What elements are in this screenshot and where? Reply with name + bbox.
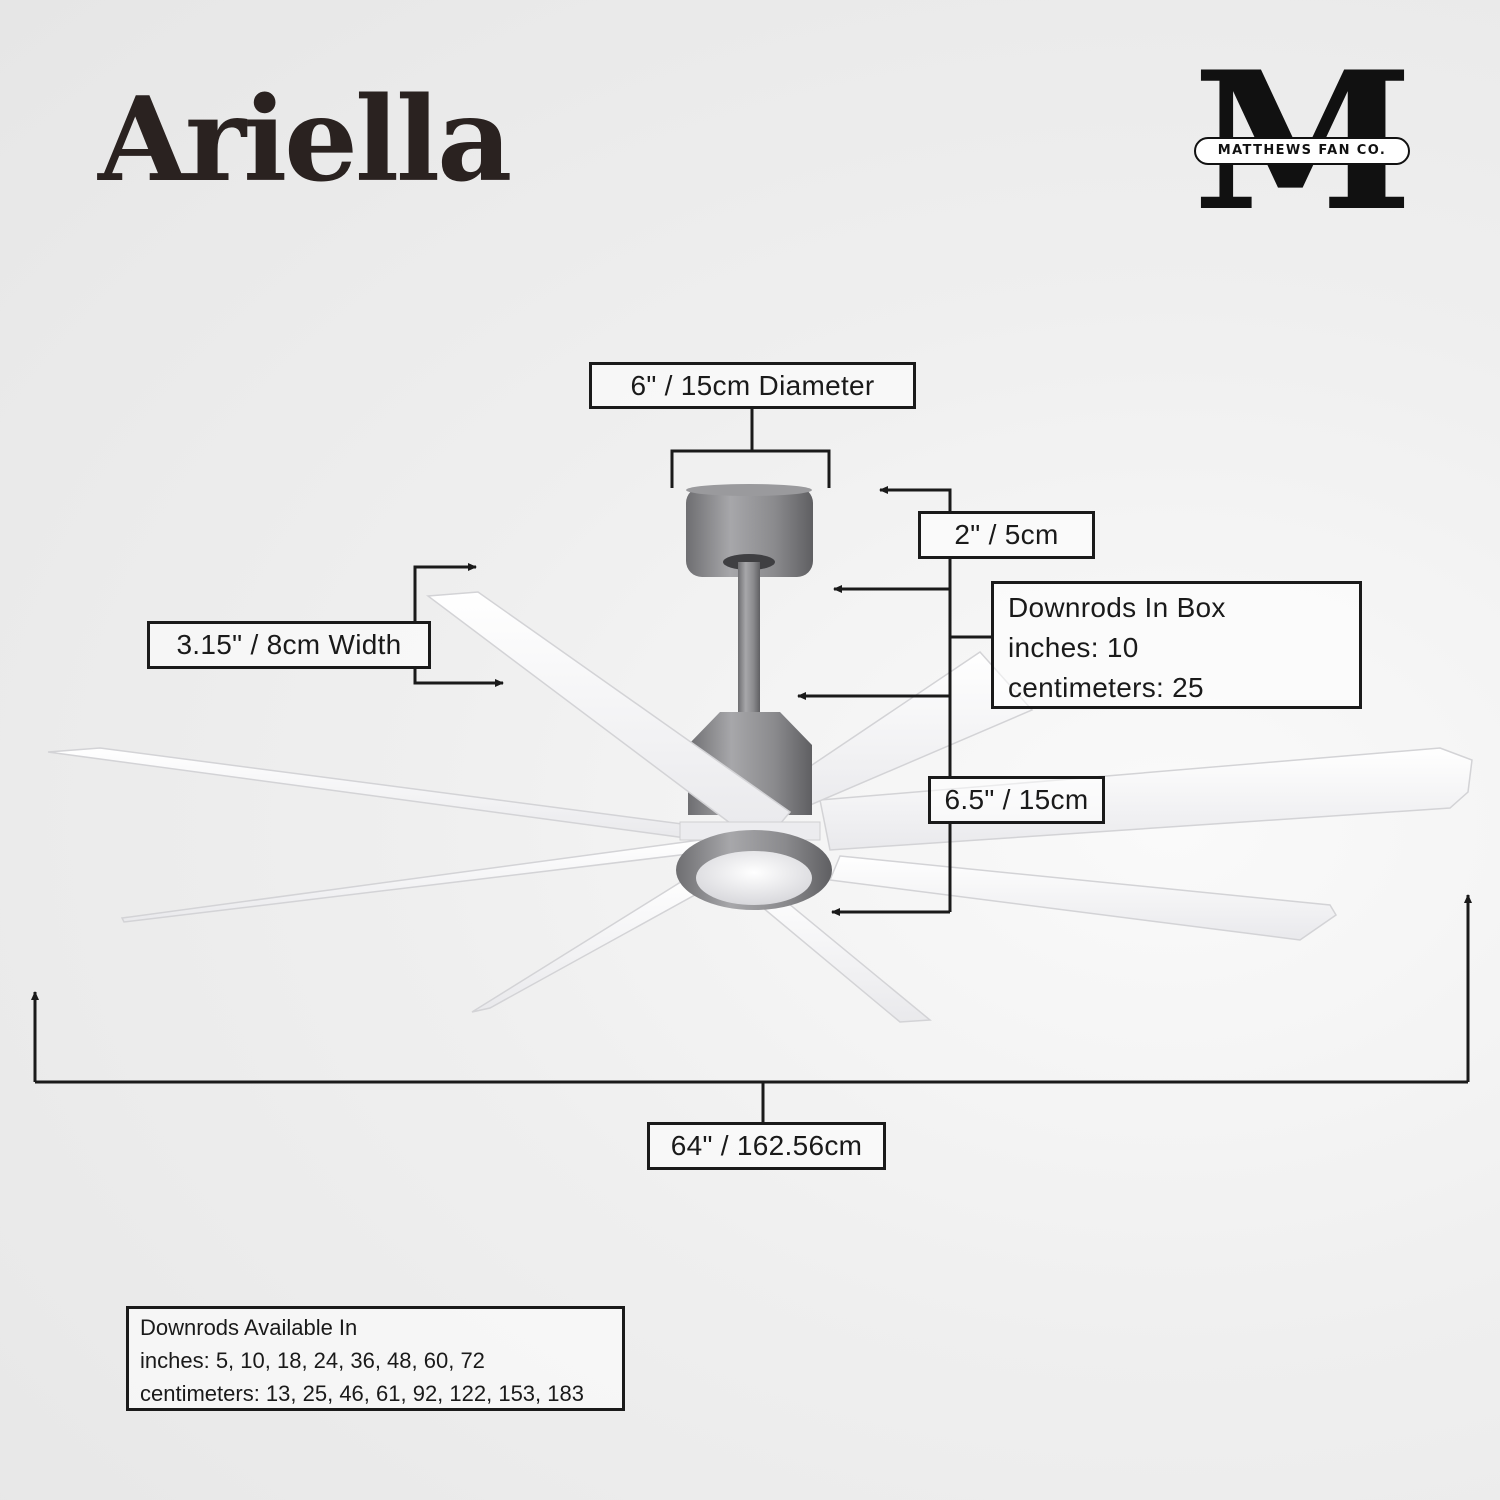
canopy <box>686 487 813 577</box>
downrods-in-box-label: Downrods In Box inches: 10 centimeters: … <box>991 581 1362 709</box>
downrods-available-label: Downrods Available In inches: 5, 10, 18,… <box>126 1306 625 1411</box>
fan-blade <box>819 747 1473 851</box>
brand-logo: M MATTHEWS FAN CO. <box>1188 47 1418 237</box>
downrods-available-centimeters: centimeters: 13, 25, 46, 61, 92, 122, 15… <box>140 1381 584 1406</box>
blade-width-top-arrow <box>413 563 477 622</box>
downrod <box>738 562 760 712</box>
product-title: Ariella <box>98 72 512 208</box>
canopy-height-arrow <box>879 486 952 512</box>
downrods-in-box-inches: inches: 10 <box>1008 632 1139 663</box>
motor-height-label: 6.5" / 15cm <box>928 776 1105 824</box>
downrods-in-box-title: Downrods In Box <box>1008 592 1226 623</box>
fan-blade <box>828 855 1338 941</box>
brand-name: MATTHEWS FAN CO. <box>1194 137 1410 165</box>
blade-width-bottom-arrow <box>413 667 504 687</box>
canopy-height-label: 2" / 5cm <box>918 511 1095 559</box>
light-kit <box>696 851 812 905</box>
downrods-in-box-centimeters: centimeters: 25 <box>1008 672 1204 703</box>
canopy-diameter-label: 6" / 15cm Diameter <box>589 362 916 409</box>
fan-span-label: 64" / 162.56cm <box>647 1122 886 1170</box>
blade-width-label: 3.15" / 8cm Width <box>147 621 431 669</box>
canopy-diameter-bracket <box>670 449 831 488</box>
downrods-available-title: Downrods Available In <box>140 1315 358 1340</box>
downrods-available-inches: inches: 5, 10, 18, 24, 36, 48, 60, 72 <box>140 1348 485 1373</box>
